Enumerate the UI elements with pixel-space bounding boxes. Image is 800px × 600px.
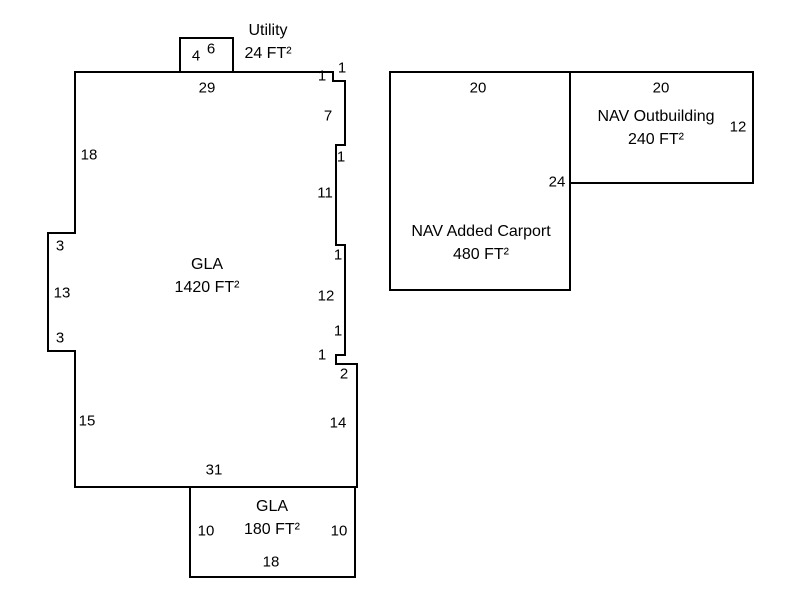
- utility-area-name: Utility: [248, 22, 288, 39]
- dim-outbuilding-right: 12: [729, 118, 747, 136]
- gla-lower-area-label: GLA 180 FT²: [244, 495, 300, 541]
- dim-main-right-5: 1: [333, 246, 343, 264]
- dim-main-left-upper: 18: [80, 146, 98, 164]
- dim-outbuilding-top: 20: [652, 79, 670, 97]
- dim-main-left-lower: 15: [78, 412, 96, 430]
- outbuilding-outline: [569, 71, 754, 184]
- dim-utility-width: 6: [206, 40, 216, 58]
- outbuilding-area-label: NAV Outbuilding 240 FT²: [597, 105, 714, 151]
- dim-main-right-9: 2: [339, 365, 349, 383]
- utility-area-size: 24 FT²: [244, 45, 292, 62]
- dim-main-right-3: 1: [336, 148, 346, 166]
- dim-main-right-4: 11: [317, 184, 333, 202]
- utility-outline: [179, 37, 234, 73]
- dim-main-left-notch-top: 3: [55, 237, 65, 255]
- dim-carport-right: 24: [548, 173, 566, 191]
- outbuilding-area-size: 240 FT²: [627, 131, 685, 148]
- dim-lower-bottom: 18: [262, 553, 280, 571]
- dim-main-left-notch-bottom: 3: [55, 329, 65, 347]
- dim-carport-top: 20: [469, 79, 487, 97]
- gla-main-area-label: GLA 1420 FT²: [175, 253, 240, 299]
- gla-lower-area-name: GLA: [255, 498, 289, 515]
- carport-area-label: NAV Added Carport 480 FT²: [411, 220, 550, 266]
- dim-main-right-6: 12: [317, 287, 335, 305]
- gla-main-outline: [47, 71, 358, 488]
- dim-main-left-notch-side: 13: [53, 284, 71, 302]
- dim-main-right-0: 1: [317, 67, 327, 85]
- dim-main-right-7: 1: [333, 322, 343, 340]
- utility-area-label: Utility 24 FT²: [244, 19, 291, 65]
- dim-lower-left: 10: [197, 522, 215, 540]
- gla-lower-area-size: 180 FT²: [243, 521, 301, 538]
- dim-utility-height: 4: [191, 47, 201, 65]
- dim-main-right-2: 7: [323, 107, 333, 125]
- gla-lower-outline: [189, 486, 356, 578]
- dim-main-right-8: 1: [317, 346, 327, 364]
- dim-main-right-1: 1: [337, 59, 347, 77]
- gla-main-area-size: 1420 FT²: [174, 279, 240, 296]
- dim-main-right-10: 14: [329, 414, 347, 432]
- dim-main-top: 29: [198, 79, 216, 97]
- outbuilding-area-name: NAV Outbuilding: [597, 108, 715, 125]
- carport-area-size: 480 FT²: [452, 246, 509, 263]
- dim-main-bottom: 31: [205, 461, 223, 479]
- dim-lower-right: 10: [330, 522, 348, 540]
- gla-main-area-name: GLA: [190, 256, 224, 273]
- carport-area-name: NAV Added Carport: [411, 223, 551, 240]
